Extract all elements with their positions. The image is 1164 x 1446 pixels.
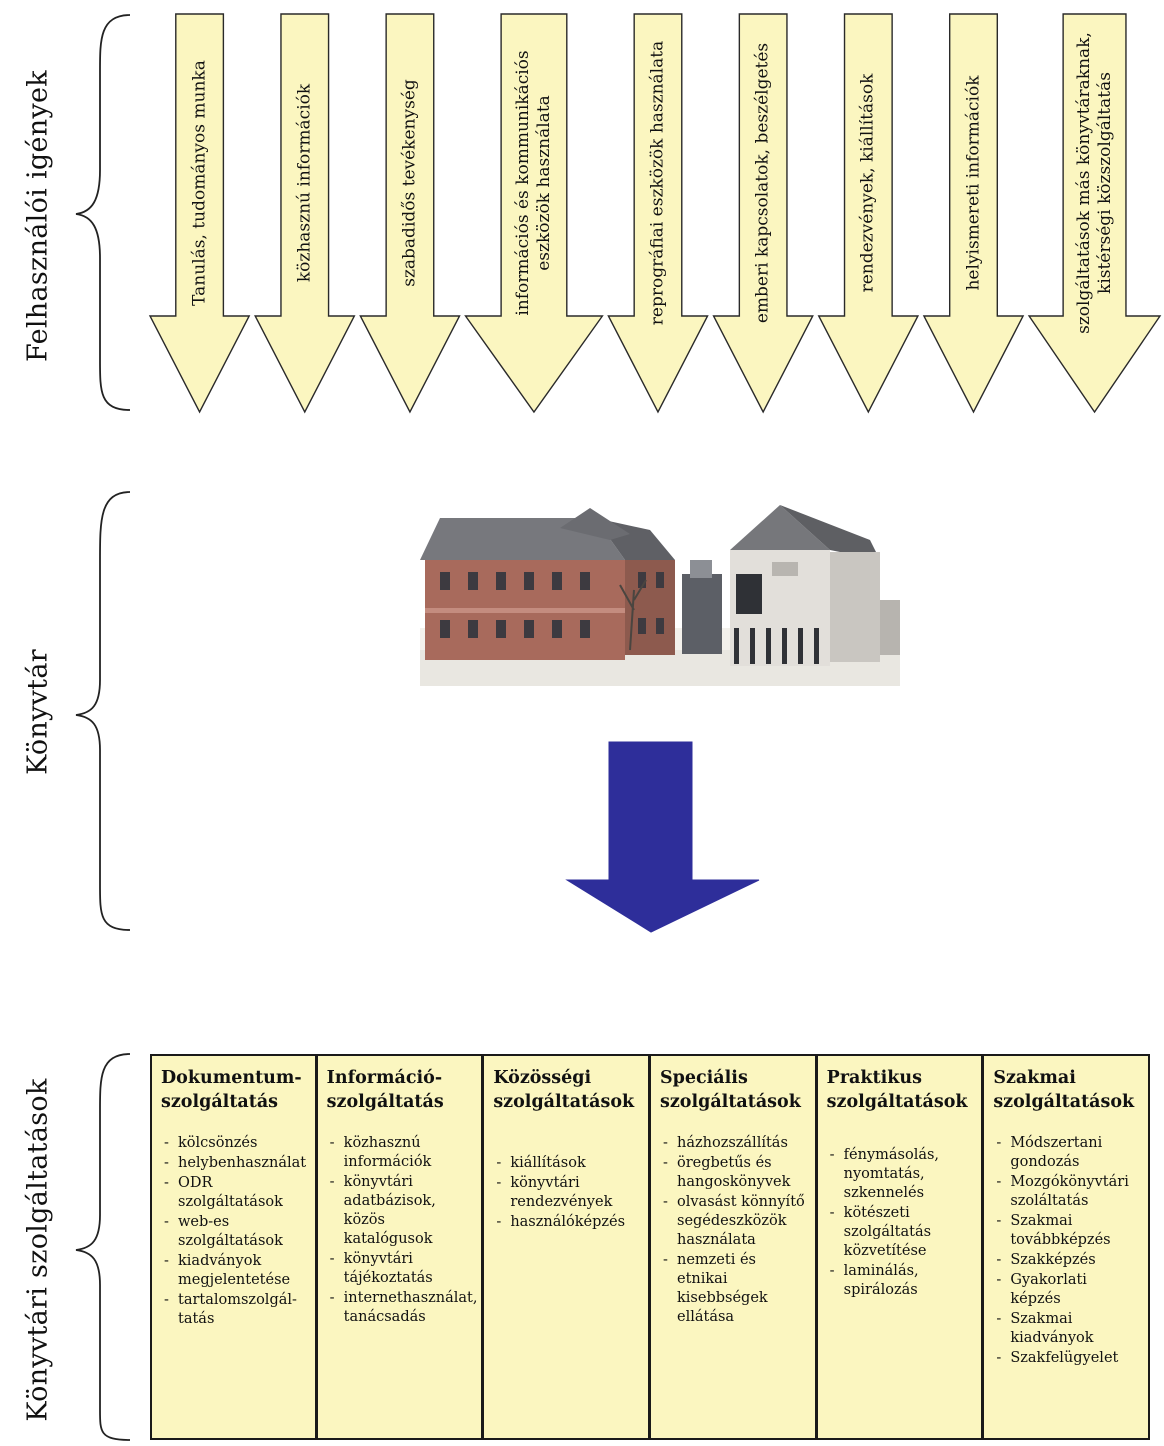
need-arrow-shape [817, 13, 920, 414]
service-box: Speciális szolgáltatások házhozszállításö… [649, 1054, 817, 1440]
need-arrow-label: szolgáltatások más könyvtáraknak,kistérs… [1073, 32, 1115, 334]
service-box-title: Szakmai szolgáltatások [993, 1068, 1135, 1112]
service-box-title: Speciális szolgáltatások [660, 1068, 801, 1112]
service-item: Mozgókönyvtári szoláltatás [993, 1173, 1140, 1211]
service-item: könyvtári tájékoztatás [327, 1250, 474, 1288]
service-item: kiállítások [493, 1154, 640, 1173]
need-arrow-label: rendezvények, kiállítások [857, 73, 878, 293]
service-item: házhozszállítás [660, 1134, 807, 1153]
library-building-image [420, 505, 900, 686]
need-arrow-label: Tanulás, tudományos munka [189, 60, 210, 306]
need-arrow-shape [607, 13, 709, 414]
service-box: Praktikus szolgáltatások fénymásolás, nyo… [815, 1054, 984, 1440]
service-item: kötészeti szolgáltatás közvetítése [827, 1204, 974, 1261]
service-item: közhasznú információk [327, 1134, 474, 1172]
service-item: Szakmai kiadványok [993, 1310, 1140, 1348]
service-list: fénymásolás, nyomtatás, szkenneléskötész… [827, 1146, 974, 1300]
needs-brace [75, 14, 131, 411]
service-item: fénymásolás, nyomtatás, szkennelés [827, 1146, 974, 1203]
service-item: ODR szolgáltatások [161, 1174, 307, 1212]
need-arrow-shape [922, 13, 1025, 414]
service-item: olvasást könnyítő segédeszközök használa… [660, 1193, 807, 1250]
service-box-title: Praktikus szolgáltatások [826, 1068, 968, 1112]
service-item: Gyakorlati képzés [993, 1271, 1140, 1309]
service-item: könyvtári adatbázisok, közös katalógusok [327, 1173, 474, 1249]
service-list: közhasznú információkkönyvtári adatbázis… [327, 1134, 478, 1327]
service-item: nemzeti és etnikai kisebbségek ellátása [660, 1251, 807, 1327]
need-arrow-label: közhasznú információk [294, 83, 315, 283]
service-box: Információ- szolgáltatás közhasznú inform… [315, 1054, 484, 1440]
service-item: öregbetűs és hangoskönyvek [660, 1154, 807, 1192]
need-arrow-shape [464, 13, 604, 414]
service-list: kiállításokkönyvtári rendezvényekhasznál… [493, 1154, 640, 1232]
need-arrow-label: reprográfiai eszközök használata [647, 40, 668, 326]
service-item: tartalomszolgál-tatás [161, 1291, 307, 1329]
service-item: laminálás, spirálozás [827, 1262, 974, 1300]
service-list: kölcsönzéshelybenhasználatODR szolgáltat… [161, 1134, 307, 1329]
service-item: web-es szolgáltatások [161, 1213, 307, 1251]
need-arrow-label: helyismereti információk [963, 75, 983, 291]
service-item: használóképzés [493, 1213, 640, 1232]
service-item: kiadványok megjelentetése [161, 1252, 307, 1290]
service-list: Módszertani gondozásMozgókönyvtári szolá… [993, 1134, 1140, 1368]
service-item: könyvtári rendezvények [493, 1174, 640, 1212]
service-item: kölcsönzés [161, 1134, 307, 1153]
need-arrow-shape [254, 13, 356, 414]
service-box: Dokumentum- szolgáltatás kölcsönzéshelybe… [150, 1054, 317, 1440]
need-arrow-shape [359, 13, 461, 414]
service-item: Szakképzés [993, 1251, 1140, 1270]
service-box: Szakmai szolgáltatásokMódszertani gondoz… [982, 1054, 1150, 1440]
services-brace [75, 1053, 131, 1441]
service-item: Módszertani gondozás [993, 1134, 1140, 1172]
need-arrow-shape [712, 13, 814, 414]
service-box-title: Információ- szolgáltatás [326, 1068, 444, 1112]
need-arrow-label: szabadidős tevékenység [399, 79, 420, 287]
need-arrow-label: emberi kapcsolatok, beszélgetés [752, 42, 773, 324]
service-item: Szakfelügyelet [993, 1349, 1140, 1368]
service-item: helybenhasználat [161, 1154, 307, 1173]
service-item: internethasználat, tanácsadás [327, 1289, 478, 1327]
service-box-title: Közösségi szolgáltatások [493, 1068, 635, 1112]
need-arrow-shape [148, 13, 251, 414]
service-box: Közösségi szolgáltatások kiállításokkönyv… [482, 1054, 650, 1440]
need-arrow-shape [1027, 13, 1162, 414]
service-item: Szakmai továbbképzés [993, 1212, 1140, 1250]
service-box-title: Dokumentum- szolgáltatás [161, 1068, 302, 1112]
library-brace [75, 491, 131, 931]
service-list: házhozszállításöregbetűs és hangoskönyve… [660, 1134, 807, 1327]
